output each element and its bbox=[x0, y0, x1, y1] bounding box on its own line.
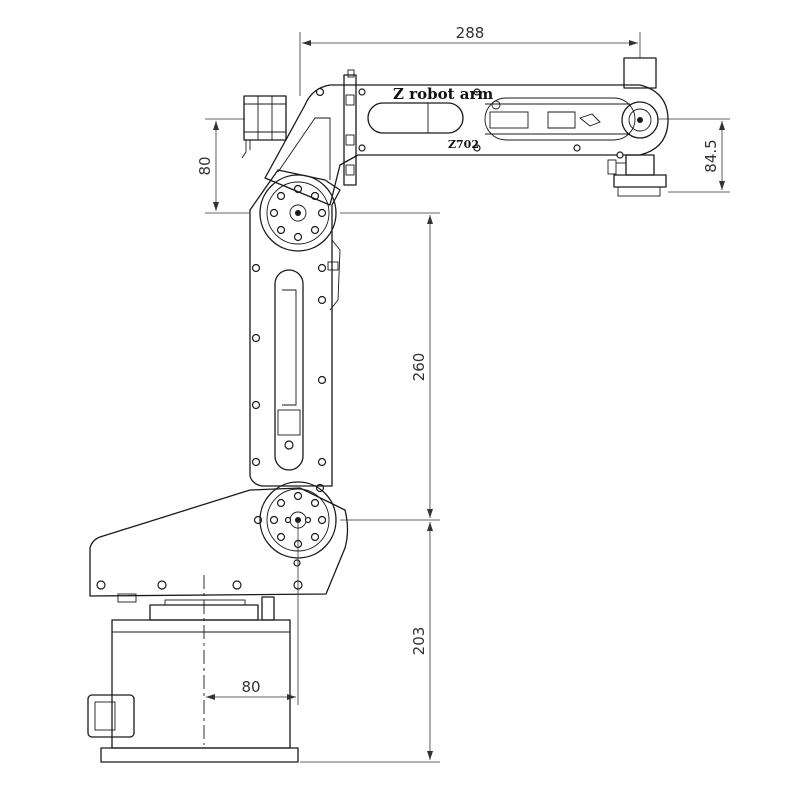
forearm-slot bbox=[367, 102, 464, 134]
end-effector bbox=[607, 57, 667, 197]
upper-joint-hub bbox=[259, 174, 337, 252]
dim-arm-length: 260 bbox=[410, 353, 428, 382]
base-plate bbox=[100, 747, 299, 763]
dim-base-offset: 80 bbox=[241, 678, 260, 696]
dimension-lines: 288 80 84.5 260 203 80 bbox=[196, 24, 730, 763]
dim-base-height: 203 bbox=[410, 627, 428, 656]
motor-icon bbox=[241, 95, 287, 159]
lower-joint-hub bbox=[259, 481, 337, 559]
dim-top-reach: 288 bbox=[456, 24, 485, 42]
lower-housing bbox=[89, 483, 349, 597]
arm-name-label: Z robot arm bbox=[393, 85, 493, 103]
dim-tool-height: 84.5 bbox=[702, 139, 720, 172]
dim-upper-height: 80 bbox=[196, 156, 214, 175]
connector-box bbox=[87, 694, 135, 738]
arm-slot bbox=[274, 269, 304, 471]
base-assembly bbox=[87, 575, 299, 763]
bolt-icon bbox=[96, 580, 106, 590]
cable-plate bbox=[343, 69, 357, 186]
vertical-arm bbox=[249, 169, 341, 487]
forearm: Z robot arm Z702 bbox=[264, 84, 669, 206]
model-label: Z702 bbox=[448, 138, 479, 151]
base-cylinder bbox=[111, 619, 291, 749]
